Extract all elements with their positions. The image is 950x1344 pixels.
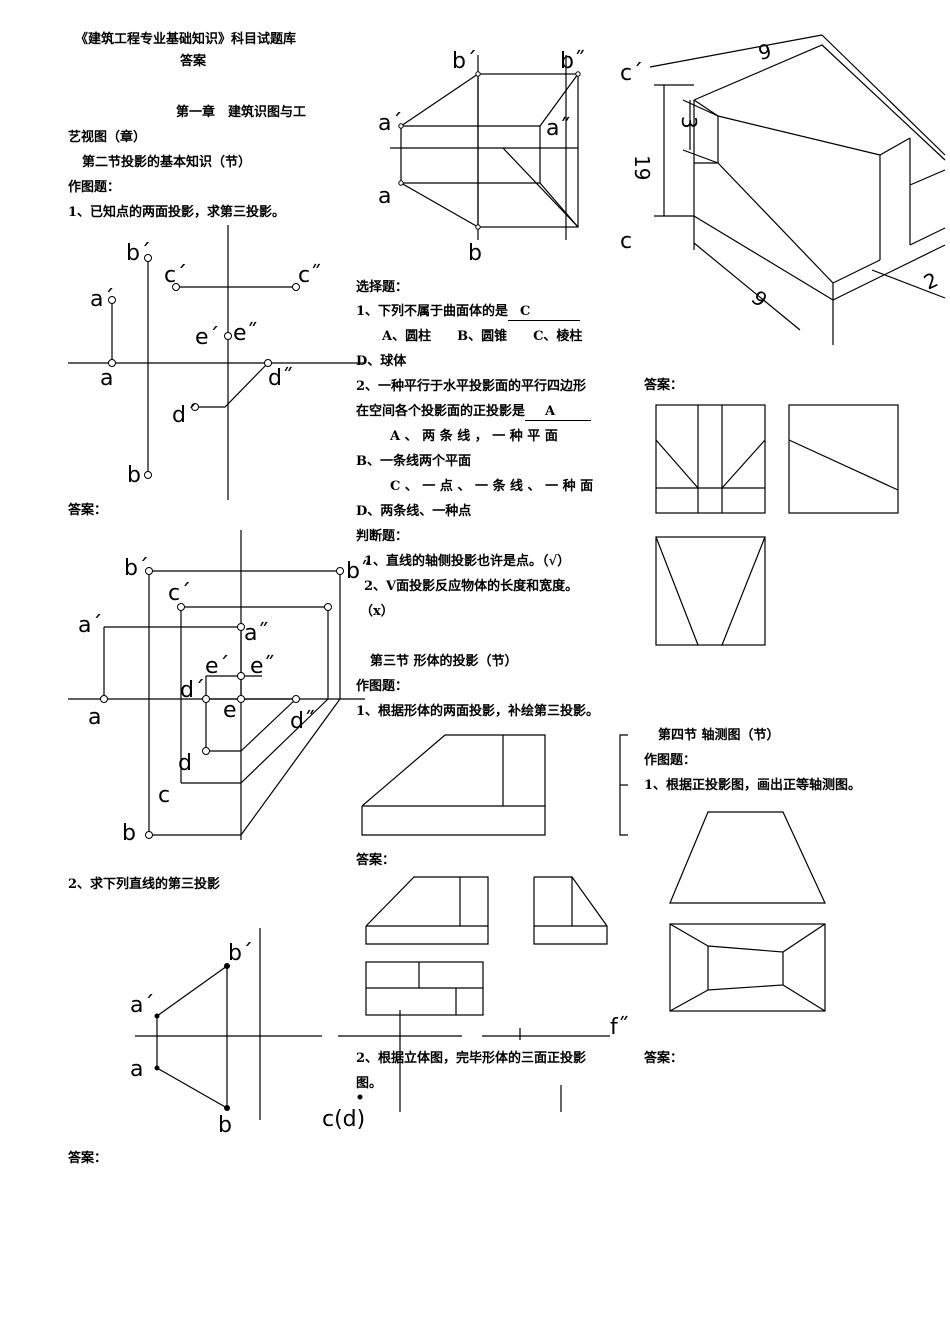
- right-draw-title: 作图题：: [644, 753, 697, 768]
- ans-label-b-prime: b´: [124, 556, 149, 581]
- chapter-title-line2: 艺视图（章）: [68, 130, 147, 145]
- choice-q2-option-c: C 、 一 点 、 一 条 线 、 一 种 面: [390, 479, 594, 494]
- judge-title: 判断题：: [356, 529, 409, 544]
- choice-q2-option-b: B、一条线两个平面: [356, 454, 471, 469]
- iso-label-c-prime-top: c´: [620, 61, 643, 86]
- label-b: b: [127, 463, 141, 488]
- ans-label-e-prime: e´: [205, 654, 230, 679]
- mid-label-a: a: [378, 184, 391, 209]
- ans-label-a-dprime: a˝: [244, 621, 268, 646]
- doc-title: 《建筑工程专业基础知识》科目试题库: [75, 32, 297, 47]
- label-d-prime: d´: [172, 403, 197, 428]
- question-2: 2、求下列直线的第三投影: [68, 877, 221, 892]
- mid-label-b-prime: b´: [452, 49, 477, 74]
- label-a-prime: a´: [90, 287, 114, 312]
- line-label-a: a: [130, 1057, 143, 1082]
- mid-label-a-prime: a´: [378, 111, 402, 136]
- choice-q1-text: 1、下列不属于曲面体的是: [356, 304, 509, 319]
- right-answer-label: 答案：: [644, 378, 684, 393]
- answer-label-bottom: 答案：: [68, 1151, 108, 1166]
- choice-q2-answer: A: [525, 404, 592, 421]
- choice-q1-options: A、圆柱 B、圆锥 C、棱柱: [382, 329, 583, 344]
- line-label-cd: c(d): [322, 1107, 365, 1132]
- label-e-prime: e´: [195, 325, 220, 350]
- answer-label: 答案：: [68, 503, 108, 518]
- judge-q2: 2、V面投影反应物体的长度和宽度。: [364, 579, 579, 594]
- ans-label-c: c: [158, 783, 170, 808]
- ans-label-e: e: [223, 698, 237, 723]
- choice-title: 选择题：: [356, 280, 409, 295]
- middle-question-1: 1、根据形体的两面投影，补绘第三投影。: [356, 704, 600, 719]
- ans-label-b-dprime: b˝: [346, 559, 371, 584]
- judge-q2-answer: （x）: [360, 604, 394, 619]
- judge-q1: 1、直线的轴侧投影也许是点。（√）: [364, 554, 571, 569]
- ans-label-d-dprime: d˝: [290, 709, 315, 734]
- label-d-dprime: d˝: [268, 366, 293, 391]
- dim-9-top: 9: [756, 39, 773, 65]
- middle-question-2-line1: 2、根据立体图，完毕形体的三面正投影: [356, 1051, 587, 1066]
- choice-q2-line1: 2、一种平行于水平投影面的平行四边形: [356, 379, 587, 394]
- right-question-1: 1、根据正投影图，画出正等轴测图。: [644, 778, 862, 793]
- mid-label-b: b: [468, 241, 482, 266]
- chapter-title-line1: 第一章 建筑识图与工: [176, 105, 307, 120]
- ans-label-a: a: [88, 705, 101, 730]
- line-label-f-dprime: f˝: [610, 1015, 629, 1040]
- mid-label-b-dprime: b˝: [560, 49, 585, 74]
- line-label-b-prime: b´: [228, 941, 253, 966]
- doc-subtitle: 答案: [180, 54, 207, 69]
- dim-19: 19: [630, 155, 654, 180]
- choice-q2-text: 在空间各个投影面的正投影是: [356, 404, 526, 419]
- dim-3: 3: [677, 116, 701, 129]
- middle-answer-label: 答案：: [356, 853, 396, 868]
- label-e-dprime: e˝: [233, 321, 258, 346]
- ans-label-d-prime: d´: [180, 678, 205, 703]
- choice-q2-option-a: A 、 两 条 线 ， 一 种 平 面: [390, 429, 558, 444]
- label-c-dprime: c˝: [298, 263, 321, 288]
- section4-heading: 第四节 轴测图（节）: [658, 728, 780, 743]
- question-1: 1、已知点的两面投影，求第三投影。: [68, 205, 286, 220]
- right-answer-label-2: 答案：: [644, 1051, 684, 1066]
- ans-label-d: d: [178, 751, 192, 776]
- middle-draw-title: 作图题：: [356, 679, 409, 694]
- ans-label-e-dprime: e˝: [250, 654, 275, 679]
- ans-label-b: b: [122, 821, 136, 846]
- label-a: a: [100, 366, 113, 391]
- label-b-prime: b´: [126, 241, 151, 266]
- choice-q1-answer: C: [508, 304, 581, 321]
- line-label-a-prime: a´: [130, 993, 154, 1018]
- choice-q1-option-d: D、球体: [356, 354, 407, 369]
- line-label-b: b: [218, 1113, 232, 1138]
- middle-question-2-line2: 图。: [356, 1076, 383, 1091]
- ans-label-c-prime: c´: [168, 581, 191, 606]
- draw-title: 作图题：: [68, 180, 121, 195]
- ans-label-a-prime: a´: [78, 613, 102, 638]
- label-c-prime: c´: [164, 263, 187, 288]
- choice-q2-option-d: D、两条线、一种点: [356, 504, 472, 519]
- mid-label-a-dprime: a˝: [546, 116, 570, 141]
- section2-heading: 第二节投影的基本知识（节）: [82, 155, 252, 170]
- iso-label-c-bottom: c: [620, 229, 632, 254]
- section3-heading: 第三节 形体的投影（节）: [370, 654, 518, 669]
